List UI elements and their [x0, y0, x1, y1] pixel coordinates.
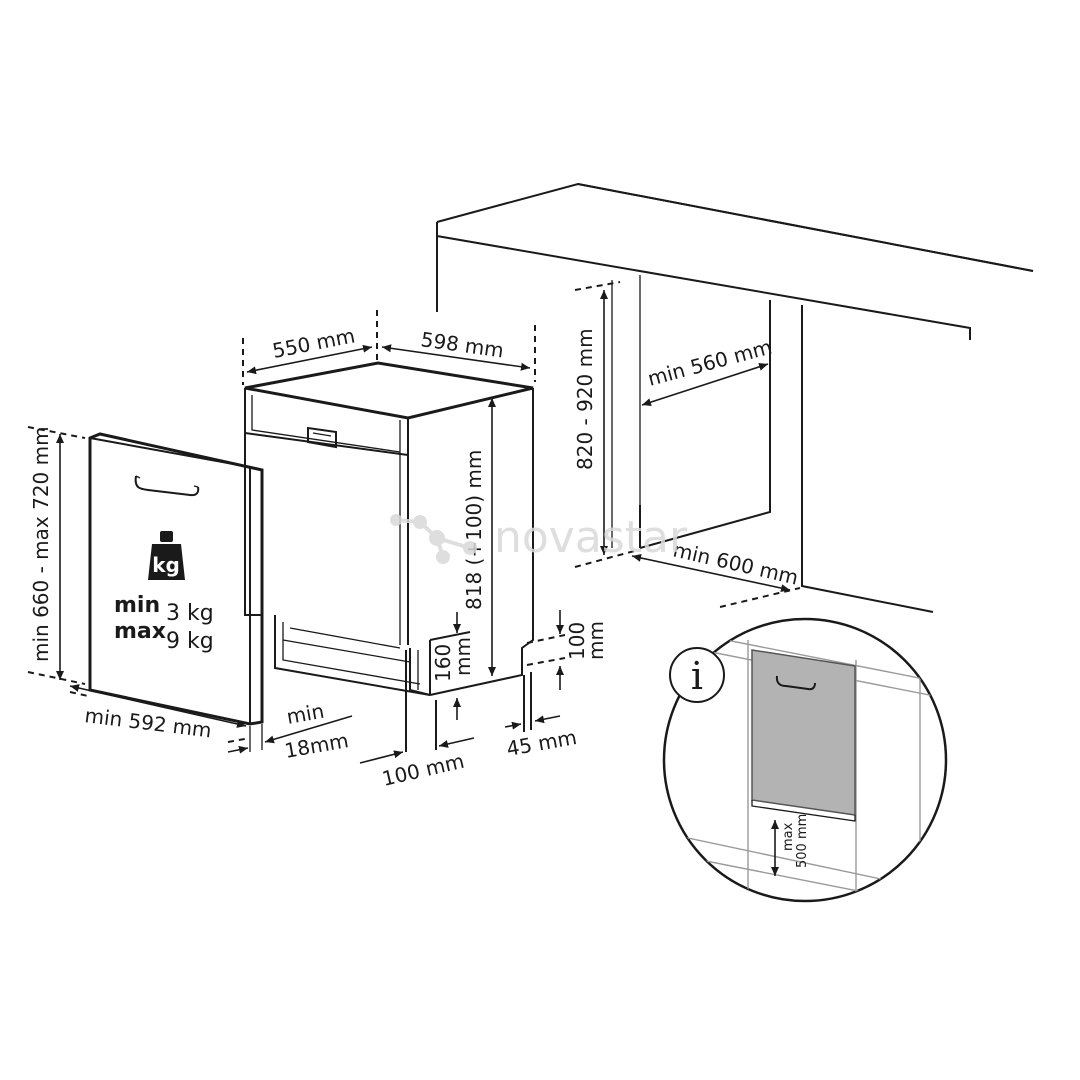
rear-height-unit: mm	[584, 621, 608, 660]
appliance-height-dimension: 818 (+100) mm	[462, 398, 496, 676]
rear-offset-dimension: 45 mm	[505, 672, 579, 761]
niche-height-dimension: 820 - 920 mm	[573, 281, 639, 568]
niche-width-dimension: min 560 mm	[641, 335, 775, 407]
door-width-label: min 592 mm	[83, 703, 213, 742]
door-panel	[88, 432, 264, 726]
weight-max-value: 9 kg	[166, 629, 214, 654]
dishwasher-body	[244, 361, 534, 696]
detail-max-value: 500 mm	[795, 814, 810, 868]
plinth-height-dimension: 160 mm	[431, 612, 475, 720]
appliance-height-label: 818 (+100) mm	[462, 450, 486, 610]
watermark-logo-icon	[390, 514, 477, 564]
appliance-width-dimension: 598 mm	[381, 325, 536, 382]
door-height-label: min 660 - max 720 mm	[29, 426, 53, 662]
worktop-niche	[436, 182, 1034, 613]
door-thickness-dimension: min 18mm	[227, 699, 353, 763]
weight-min-value: 3 kg	[166, 601, 214, 626]
rear-offset-label: 45 mm	[505, 725, 579, 761]
appliance-depth-label: 550 mm	[270, 323, 357, 362]
door-thickness-min: min	[285, 699, 326, 729]
watermark: novastar	[390, 512, 688, 564]
appliance-width-label: 598 mm	[419, 327, 505, 362]
door-width-dimension: min 592 mm	[69, 684, 251, 743]
info-icon: i	[669, 647, 725, 703]
info-glyph: i	[691, 654, 703, 698]
appliance-depth-dimension: 550 mm	[242, 310, 378, 385]
plinth-height-unit: mm	[451, 637, 475, 676]
rear-height-dimension: 100 mm	[526, 610, 608, 690]
kg-weight-icon: kg	[148, 531, 185, 580]
rear-height-value: 100	[565, 622, 589, 660]
weight-limits: min 3 kg max 9 kg	[114, 593, 214, 654]
weight-min-label: min	[114, 593, 160, 618]
detail-max-label: max	[781, 822, 796, 851]
plinth-height-value: 160	[431, 644, 455, 682]
watermark-text: novastar	[494, 512, 688, 563]
detail-door-panel	[751, 649, 856, 816]
door-height-dimension: min 660 - max 720 mm	[27, 426, 86, 685]
weight-unit-label: kg	[152, 553, 180, 577]
niche-depth-label: min 600 mm	[671, 537, 801, 589]
weight-max-label: max	[114, 619, 166, 644]
niche-height-label: 820 - 920 mm	[573, 328, 597, 470]
